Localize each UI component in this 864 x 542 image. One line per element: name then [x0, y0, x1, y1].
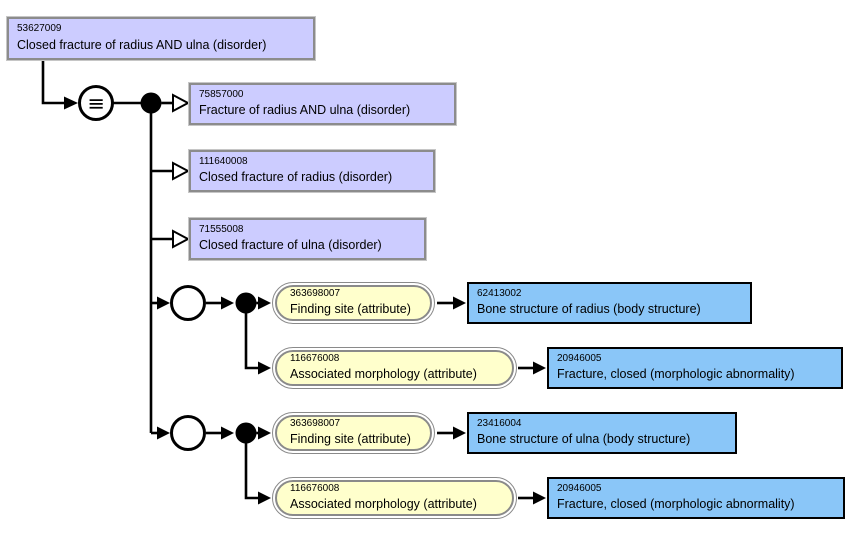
- target-concept-node-fracture-closed-2[interactable]: 20946005 Fracture, closed (morphologic a…: [547, 477, 845, 519]
- connector-focus-to-definition: [41, 60, 78, 110]
- defined-concept-glyph: ≡: [87, 92, 105, 116]
- parent-concept-node-2[interactable]: 111640008 Closed fracture of radius (dis…: [189, 150, 435, 192]
- parent-concept-node-1[interactable]: 75857000 Fracture of radius AND ulna (di…: [189, 83, 456, 125]
- attribute-id: 116676008: [290, 352, 340, 364]
- concept-id: 62413002: [477, 287, 522, 299]
- concept-id: 71555008: [199, 223, 244, 235]
- concept-id: 53627009: [17, 23, 62, 35]
- concept-label: Fracture, closed (morphologic abnormalit…: [557, 497, 795, 512]
- connector-group-2-target-2: [518, 491, 546, 505]
- connector-group-1-target-2: [518, 361, 546, 375]
- attribute-id: 363698007: [290, 287, 341, 299]
- target-concept-node-radius[interactable]: 62413002 Bone structure of radius (body …: [467, 282, 752, 324]
- attribute-label: Associated morphology (attribute): [290, 367, 477, 382]
- target-concept-node-ulna[interactable]: 23416004 Bone structure of ulna (body st…: [467, 412, 737, 454]
- concept-label: Closed fracture of radius AND ulna (diso…: [17, 37, 267, 52]
- connector-trunk-to-group-1: [151, 296, 170, 310]
- concept-label: Bone structure of radius (body structure…: [477, 302, 701, 317]
- connector-group-1-to-conjunction: [206, 296, 234, 310]
- isa-connector-parent-1: [161, 93, 191, 113]
- concept-label: Fracture, closed (morphologic abnormalit…: [557, 367, 795, 382]
- isa-connector-parent-3: [151, 229, 191, 249]
- attribute-id: 363698007: [290, 417, 341, 429]
- target-concept-node-fracture-closed-1[interactable]: 20946005 Fracture, closed (morphologic a…: [547, 347, 843, 389]
- attribute-label: Finding site (attribute): [290, 432, 411, 447]
- attribute-label: Associated morphology (attribute): [290, 497, 477, 512]
- attribute-id: 116676008: [290, 482, 340, 494]
- attribute-node-associated-morphology-2[interactable]: 116676008 Associated morphology (attribu…: [272, 477, 517, 519]
- concept-label: Closed fracture of radius (disorder): [199, 170, 393, 185]
- concept-id: 20946005: [557, 352, 602, 364]
- connector-group-2-attr-2: [244, 433, 271, 505]
- role-group-1-icon: [170, 285, 206, 321]
- connector-group-2-attr-1: [256, 426, 271, 440]
- concept-id: 20946005: [557, 482, 602, 494]
- connector-group-1-attr-2: [244, 303, 271, 375]
- connector-group-2-target-1: [437, 426, 466, 440]
- connector-group-1-attr-1: [256, 296, 271, 310]
- focus-concept-node[interactable]: 53627009 Closed fracture of radius AND u…: [7, 17, 315, 60]
- attribute-node-finding-site-2[interactable]: 363698007 Finding site (attribute): [272, 412, 435, 454]
- parent-concept-node-3[interactable]: 71555008 Closed fracture of ulna (disord…: [189, 218, 426, 260]
- attribute-node-finding-site-1[interactable]: 363698007 Finding site (attribute): [272, 282, 435, 324]
- connector-trunk-to-group-2: [151, 426, 170, 440]
- connector-group-2-to-conjunction: [206, 426, 234, 440]
- concept-label: Closed fracture of ulna (disorder): [199, 238, 382, 253]
- connector-group-1-target-1: [437, 296, 466, 310]
- concept-id: 111640008: [199, 155, 248, 167]
- concept-label: Bone structure of ulna (body structure): [477, 432, 691, 447]
- concept-label: Fracture of radius AND ulna (disorder): [199, 103, 411, 118]
- concept-id: 23416004: [477, 417, 522, 429]
- attribute-node-associated-morphology-1[interactable]: 116676008 Associated morphology (attribu…: [272, 347, 517, 389]
- attribute-label: Finding site (attribute): [290, 302, 411, 317]
- concept-id: 75857000: [199, 88, 244, 100]
- isa-connector-parent-2: [151, 161, 191, 181]
- role-group-2-icon: [170, 415, 206, 451]
